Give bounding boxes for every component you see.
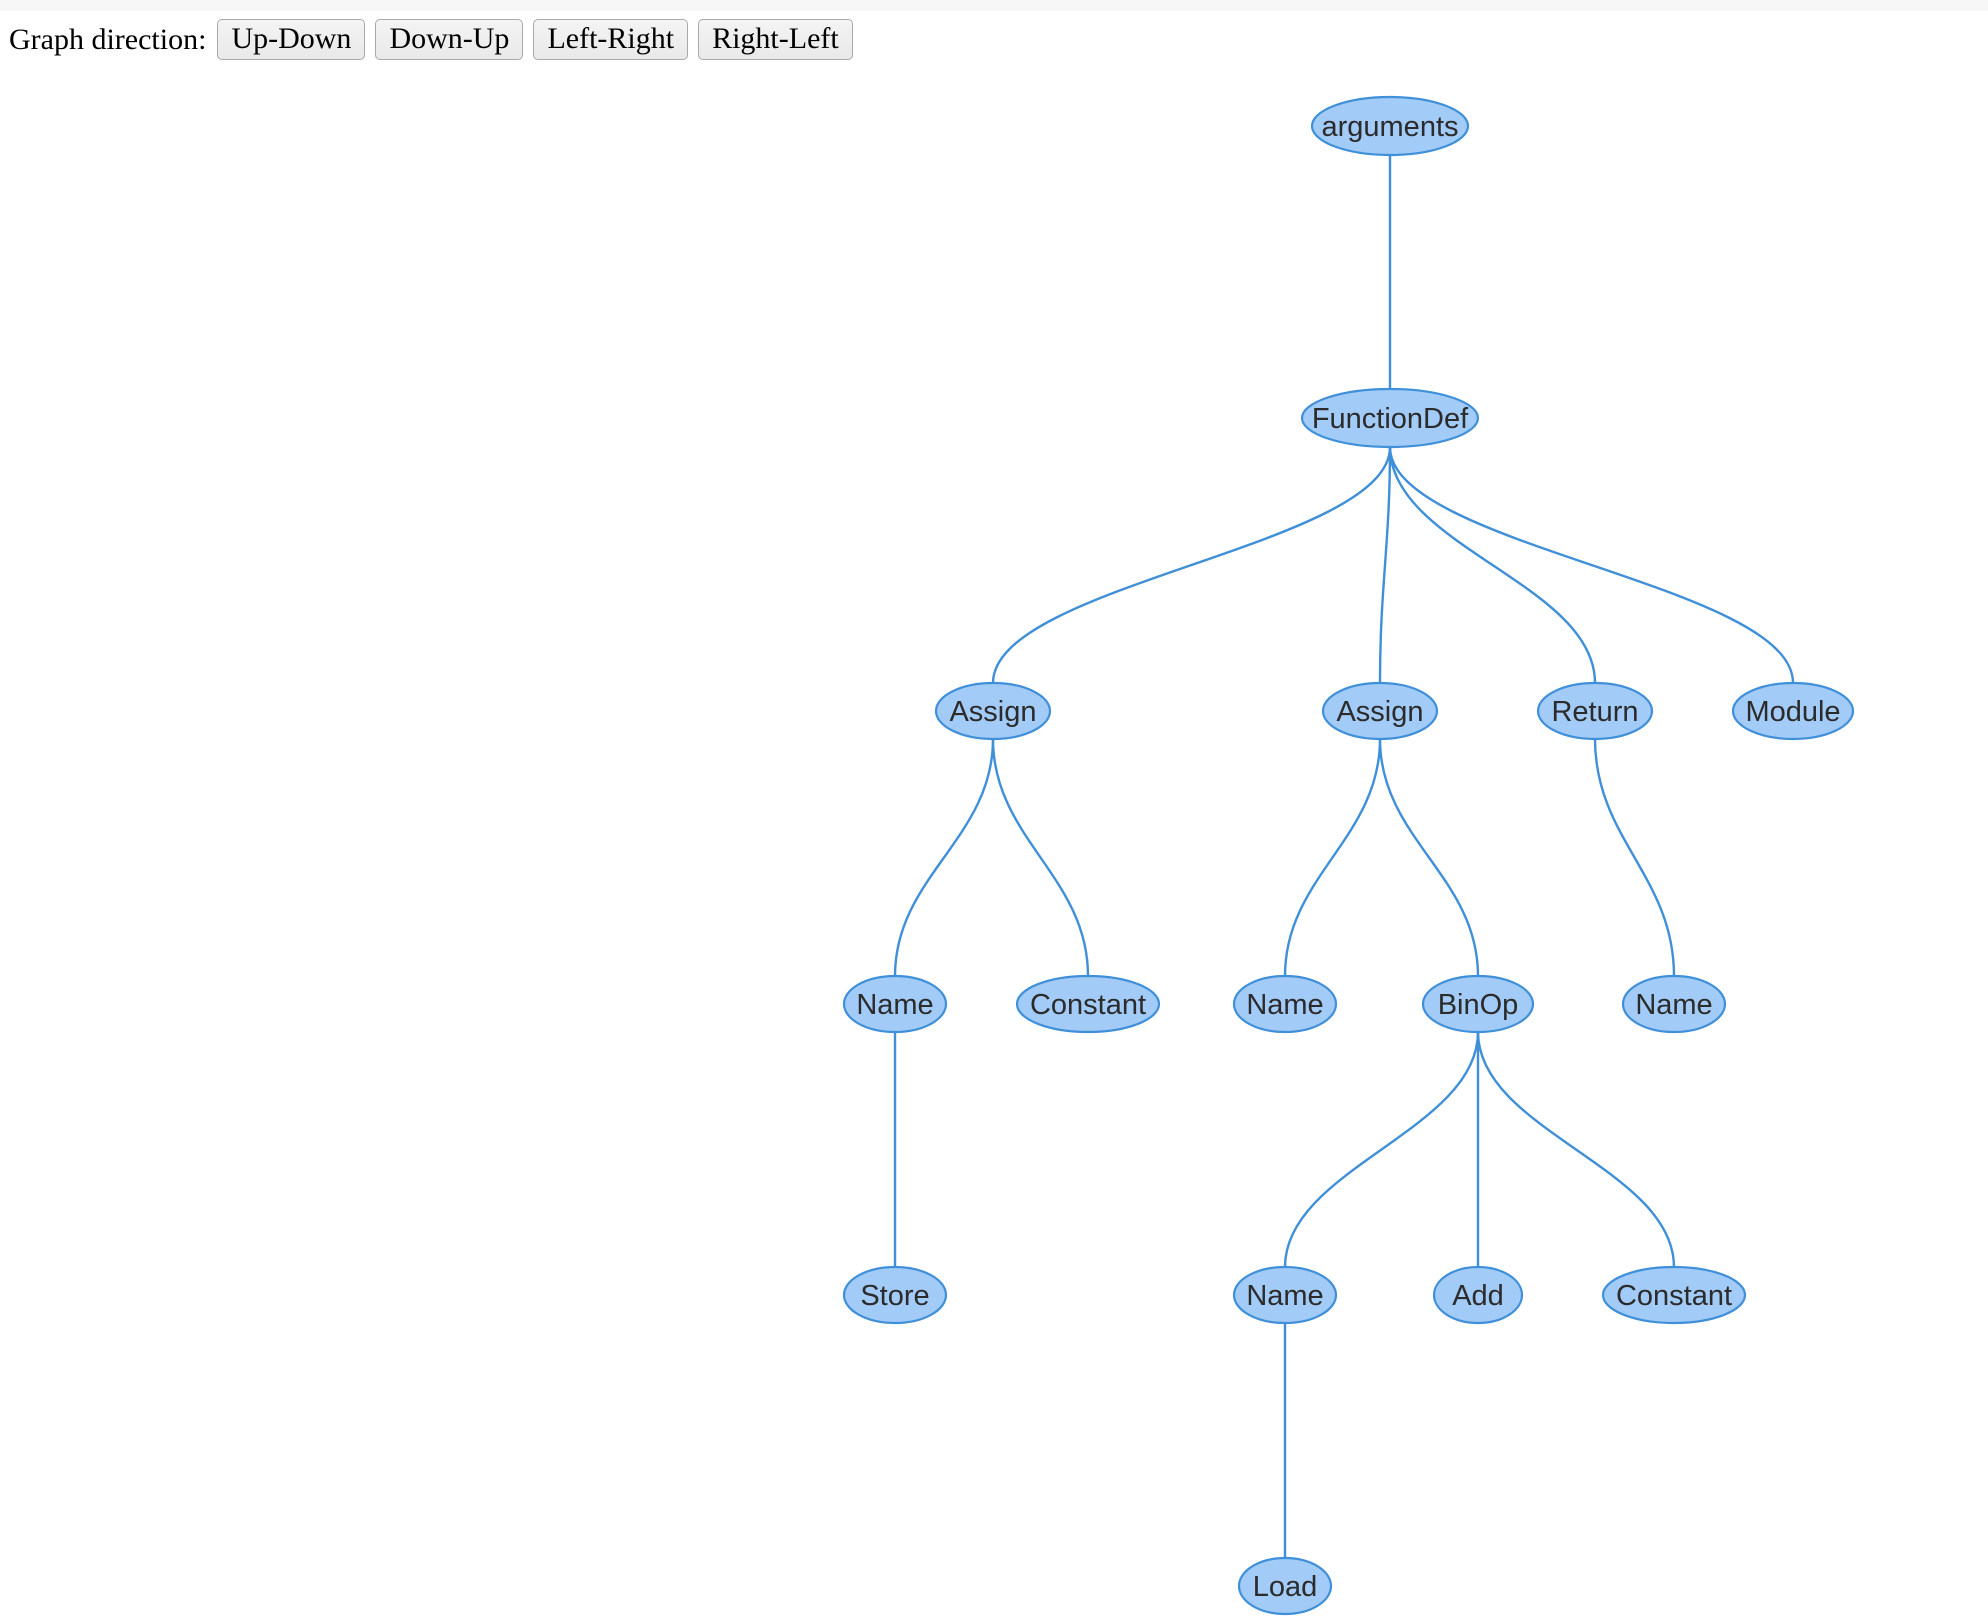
graph-edge [1378, 738, 1480, 977]
graph-node-binop[interactable]: BinOp [1421, 974, 1535, 1034]
graph-node-ellipse [1321, 681, 1439, 741]
graph-edge [991, 738, 1090, 977]
graph-node-ellipse [1601, 1265, 1747, 1325]
graph-direction-right-left-button[interactable]: Right-Left [698, 18, 853, 61]
graph-node-name[interactable]: Name [842, 974, 948, 1034]
graph-node-ellipse [1621, 974, 1727, 1034]
graph-node-ellipse [1432, 1265, 1524, 1325]
graph-node-load[interactable]: Load [1237, 1556, 1333, 1616]
graph-direction-toolbar: Graph direction: Up-Down Down-Up Left-Ri… [0, 11, 1988, 68]
graph-node-name[interactable]: Name [1621, 974, 1727, 1034]
graph-edge [1476, 1031, 1676, 1268]
graph-direction-down-up-button[interactable]: Down-Up [375, 18, 524, 61]
graph-node-module[interactable]: Module [1731, 681, 1855, 741]
graph-node-ellipse [1536, 681, 1654, 741]
graph-node-ellipse [842, 1265, 948, 1325]
graph-node-ellipse [1237, 1556, 1333, 1616]
graph-node-ellipse [934, 681, 1052, 741]
graph-edge [1378, 446, 1392, 684]
graph-node-assign[interactable]: Assign [1321, 681, 1439, 741]
graph-edge [1388, 446, 1795, 684]
graph-edge [1283, 738, 1382, 977]
graph-node-ellipse [1232, 974, 1338, 1034]
edge-layer [893, 155, 1795, 1558]
graph-node-add[interactable]: Add [1432, 1265, 1524, 1325]
graph-node-constant[interactable]: Constant [1601, 1265, 1747, 1325]
graph-edge [1593, 738, 1676, 977]
graph-edge [1283, 1031, 1480, 1268]
graph-edge [893, 738, 995, 977]
graph-edge [1388, 446, 1597, 684]
graph-direction-left-right-button[interactable]: Left-Right [533, 18, 689, 61]
graph-node-constant[interactable]: Constant [1015, 974, 1161, 1034]
graph-node-arguments[interactable]: arguments [1310, 95, 1470, 157]
graph-node-ellipse [1015, 974, 1161, 1034]
graph-node-assign[interactable]: Assign [934, 681, 1052, 741]
graph-node-ellipse [842, 974, 948, 1034]
graph-node-name[interactable]: Name [1232, 1265, 1338, 1325]
graph-node-ellipse [1731, 681, 1855, 741]
graph-node-ellipse [1232, 1265, 1338, 1325]
graph-direction-label: Graph direction: [9, 22, 207, 56]
graph-node-ellipse [1310, 95, 1470, 157]
graph-node-ellipse [1421, 974, 1535, 1034]
graph-node-store[interactable]: Store [842, 1265, 948, 1325]
graph-node-name[interactable]: Name [1232, 974, 1338, 1034]
graph-edge [991, 446, 1392, 684]
graph-direction-up-down-button[interactable]: Up-Down [217, 18, 366, 61]
graph-node-return[interactable]: Return [1536, 681, 1654, 741]
graph-node-ellipse [1300, 387, 1480, 449]
graph-node-functiondef[interactable]: FunctionDef [1300, 387, 1480, 449]
